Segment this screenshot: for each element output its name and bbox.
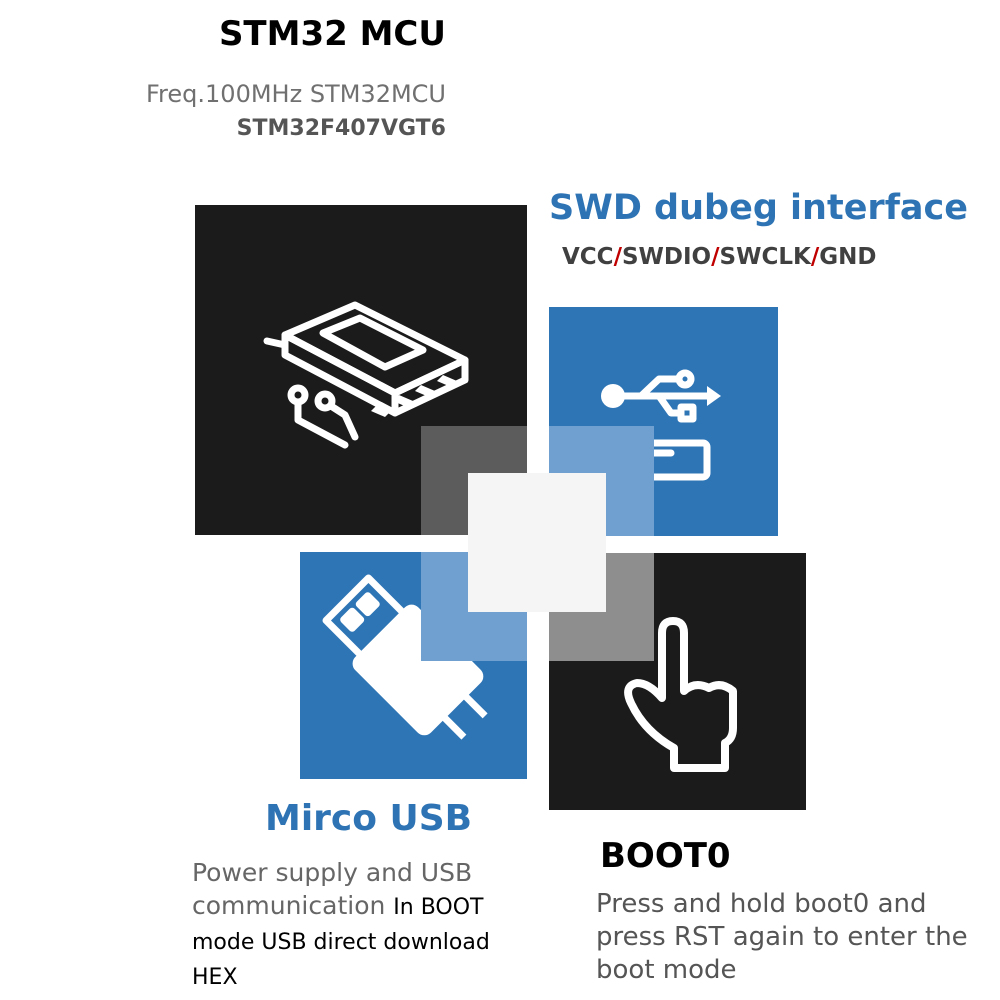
pointing-hand-icon — [624, 617, 737, 772]
usb-title: Mirco USB — [265, 798, 473, 839]
usb-description: Power supply and USB communication In BO… — [192, 856, 522, 994]
swd-pin-swclk: SWCLK — [719, 244, 811, 270]
boot-title: BOOT0 — [600, 836, 731, 876]
usb-description-text: Power supply and USB communication — [192, 858, 473, 920]
mcu-part-number: STM32F407VGT6 — [236, 116, 446, 141]
chip-tile — [195, 205, 527, 535]
swd-pin-list: VCC/SWDIO/SWCLK/GND — [562, 244, 876, 270]
center-square — [468, 473, 606, 612]
chip-icon — [263, 301, 469, 449]
mcu-frequency: Freq.100MHz STM32MCU — [146, 80, 446, 108]
swd-pin-separator: / — [810, 244, 820, 270]
swd-pin-separator: / — [613, 244, 622, 270]
swd-pin-vcc: VCC — [562, 244, 614, 270]
swd-title: SWD dubeg interface — [549, 188, 969, 228]
usb-symbol-icon — [601, 369, 721, 481]
swd-pin-swdio: SWDIO — [621, 244, 712, 270]
boot-description: Press and hold boot0 and press RST again… — [596, 889, 968, 985]
swd-pin-separator: / — [711, 244, 720, 270]
mcu-title: STM32 MCU — [218, 14, 446, 54]
swd-pin-gnd: GND — [819, 244, 877, 270]
usb-description-highlight: In BOOT mode USB direct download HEX — [192, 895, 490, 990]
